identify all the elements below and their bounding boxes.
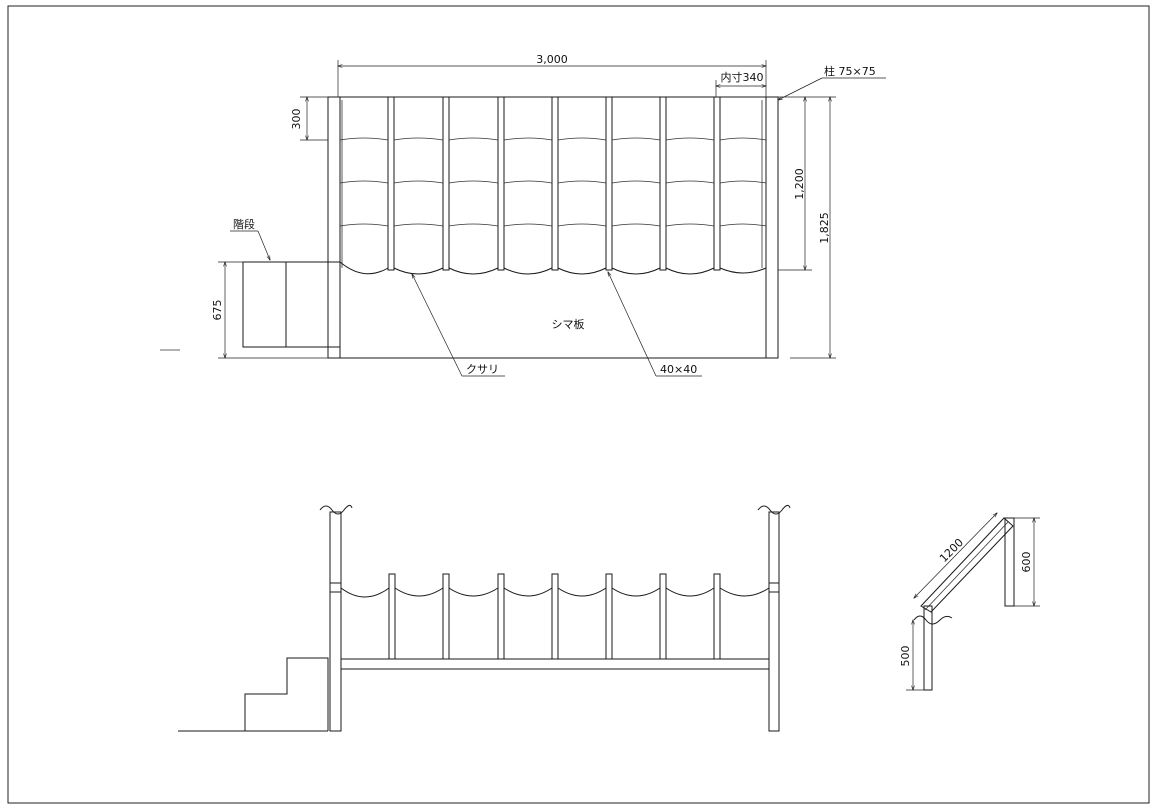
elevation-view xyxy=(178,504,791,732)
dim-width-label: 3,000 xyxy=(536,53,568,66)
chain-leader xyxy=(412,274,463,377)
dim-ladder-height-label: 600 xyxy=(1020,552,1033,573)
stairs-leader xyxy=(257,230,270,260)
ladder-detail: 1200 600 500 xyxy=(899,513,1040,691)
left-pillar-plan xyxy=(327,96,341,359)
net-rows xyxy=(339,100,767,268)
ladder-left-leg xyxy=(923,605,933,691)
floor-beam xyxy=(340,658,770,670)
ladder-right-leg xyxy=(1004,517,1015,607)
dim-ladder-length-label: 1200 xyxy=(937,536,966,565)
post-leader xyxy=(608,272,657,377)
net-posts xyxy=(387,96,721,271)
dim-inner-label: 内寸340 xyxy=(721,70,764,84)
small-posts-elev xyxy=(388,573,721,660)
right-post-break xyxy=(757,504,791,515)
left-post-elev xyxy=(329,511,342,732)
stair-notch xyxy=(328,261,340,348)
right-post-elev xyxy=(768,511,780,732)
dim-net-label: 1,200 xyxy=(793,168,806,200)
right-pillar-plan xyxy=(765,96,779,359)
plan-view: 3,000 内寸340 柱 75×75 300 1,200 1,825 階段 6 xyxy=(160,53,886,377)
chain-swags xyxy=(340,587,770,598)
dim-ladder-length-line xyxy=(914,513,997,598)
sheet-border xyxy=(7,5,1150,804)
dim-total-label: 1,825 xyxy=(818,212,831,244)
ground-stairs xyxy=(178,657,329,732)
left-post-break xyxy=(319,504,353,515)
pillar-label: 柱 75×75 xyxy=(824,64,876,78)
stairs-label: 階段 xyxy=(233,217,255,231)
dim-stairs-label: 675 xyxy=(211,300,224,321)
chain-line xyxy=(339,261,767,275)
ladder-leg-break xyxy=(913,615,953,625)
chain-label: クサリ xyxy=(466,363,499,376)
floor-label: シマ板 xyxy=(552,317,585,331)
dim-row-label: 300 xyxy=(290,109,303,130)
post-label: 40×40 xyxy=(660,363,697,376)
dim-ladder-leg-label: 500 xyxy=(899,646,912,667)
pillar-leader xyxy=(778,77,823,100)
